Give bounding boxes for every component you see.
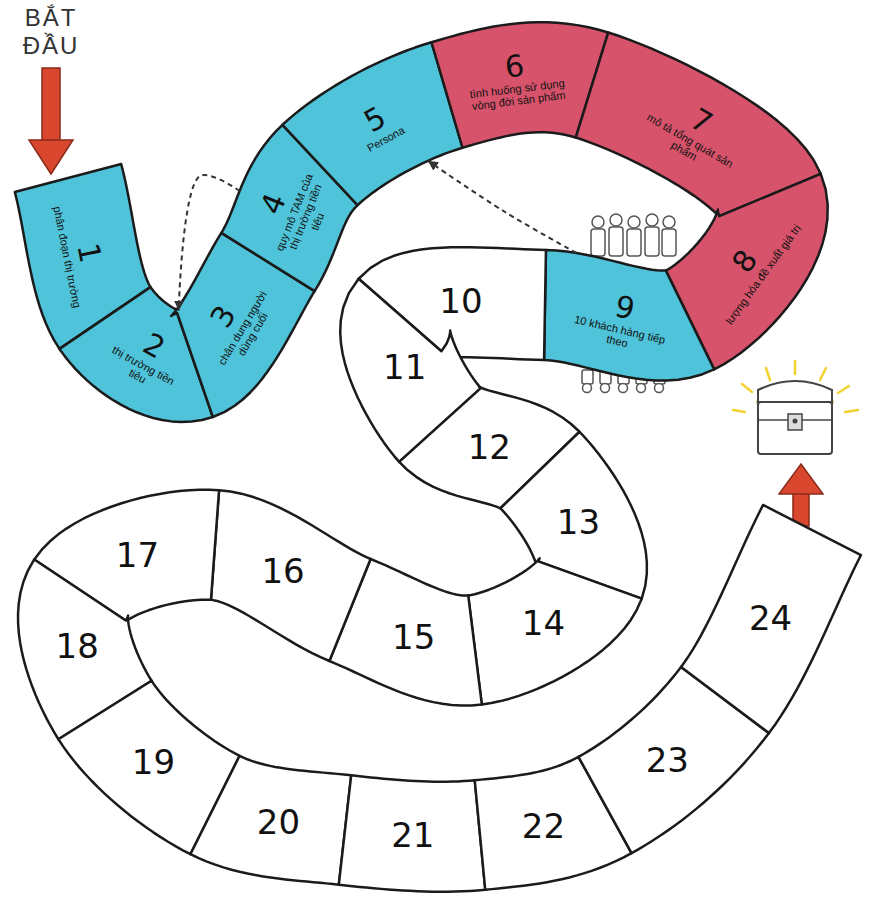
square-number: 18 bbox=[26, 629, 128, 665]
start-label: BẮT ĐẦU bbox=[12, 4, 90, 59]
square-label: 16 bbox=[223, 554, 344, 590]
square-number: 21 bbox=[359, 818, 467, 854]
treasure-chest bbox=[733, 361, 858, 454]
square-label: 22 bbox=[492, 809, 596, 845]
board-square: 21 bbox=[335, 772, 489, 895]
square-number: 10 bbox=[402, 284, 520, 320]
square-number: 13 bbox=[528, 506, 628, 542]
dashed-arrow bbox=[428, 161, 576, 253]
square-number: 12 bbox=[445, 430, 534, 466]
start-arrow bbox=[29, 68, 73, 174]
square-label: 13 bbox=[528, 506, 628, 542]
square-outline bbox=[190, 756, 351, 885]
square-label: 20 bbox=[225, 805, 332, 841]
square-number: 19 bbox=[95, 746, 212, 782]
square-label: 10 bbox=[402, 284, 520, 320]
square-label: 12 bbox=[445, 430, 534, 466]
square-number: 17 bbox=[79, 538, 196, 574]
square-number: 20 bbox=[225, 805, 332, 841]
square-number: 11 bbox=[356, 350, 454, 386]
square-label: 11 bbox=[356, 350, 454, 386]
square-label: 23 bbox=[603, 743, 731, 779]
square-label: 14 bbox=[488, 607, 599, 643]
square-number: 23 bbox=[603, 743, 731, 779]
dashed-arrow bbox=[179, 175, 240, 311]
board-square: 910 khách hàng tiếp theo bbox=[541, 247, 718, 384]
board-square: 14 bbox=[465, 555, 645, 708]
square-outline bbox=[211, 490, 371, 661]
square-number: 14 bbox=[488, 607, 599, 643]
board-square: 20 bbox=[187, 752, 355, 888]
square-outline bbox=[681, 505, 861, 733]
square-label: 18 bbox=[26, 629, 128, 665]
square-number: 16 bbox=[223, 554, 344, 590]
board-square: 16 bbox=[207, 487, 374, 664]
board-square: 24 bbox=[678, 501, 864, 737]
square-number: 22 bbox=[492, 809, 596, 845]
square-label: 19 bbox=[95, 746, 212, 782]
square-outline bbox=[282, 42, 462, 205]
square-label: 24 bbox=[694, 601, 847, 637]
square-outline bbox=[544, 250, 714, 381]
square-number: 15 bbox=[361, 621, 467, 657]
square-outline bbox=[468, 558, 642, 704]
square-number: 24 bbox=[694, 601, 847, 637]
square-label: 21 bbox=[359, 818, 467, 854]
square-label: 15 bbox=[361, 621, 467, 657]
square-outline bbox=[339, 775, 485, 891]
square-label: 17 bbox=[79, 538, 196, 574]
